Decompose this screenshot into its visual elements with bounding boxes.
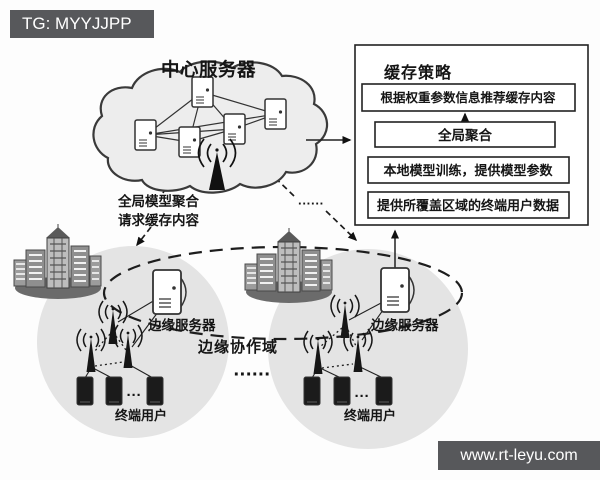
- cache-policy-panel: 缓存策略 根据权重参数信息推荐缓存内容 全局聚合 本地模型训练，提供模型参数 提…: [354, 44, 589, 226]
- watermark-top-left: TG: MYYJJPP: [10, 10, 154, 38]
- central-cloud: [92, 60, 329, 194]
- server-icon: [178, 126, 201, 158]
- dashed-arrow-to-left-domain: [136, 226, 152, 247]
- right-users-label: 终端用户: [344, 408, 396, 423]
- domains-ellipsis: ······: [234, 364, 271, 386]
- server-icon: [264, 98, 287, 130]
- phone-icon: [333, 376, 351, 406]
- phone-icon: [146, 376, 164, 406]
- watermark-bottom-right: www.rt-leyu.com: [438, 441, 600, 470]
- cache-item-global-agg: 全局聚合: [437, 127, 492, 143]
- left-users-label: 终端用户: [115, 408, 167, 423]
- server-icon: [191, 76, 214, 108]
- phone-icon: [76, 376, 94, 406]
- left-edge-server-label: 边缘服务器: [147, 317, 216, 333]
- server-icon: [223, 113, 246, 145]
- request-cache-note: 请求缓存内容: [118, 212, 199, 228]
- edge-cooperation-label: 边缘协作域: [197, 338, 278, 356]
- device-ellipsis-right: ···: [355, 388, 370, 405]
- server-icon: [134, 119, 157, 151]
- buildings-icon: [13, 223, 102, 300]
- edge-server-icon: [152, 269, 187, 315]
- global-model-agg-note: 全局模型聚合: [117, 193, 199, 209]
- phone-icon: [105, 376, 123, 406]
- edge-server-icon: [380, 267, 415, 313]
- right-edge-server-label: 边缘服务器: [370, 317, 439, 333]
- central-server-label: 中心服务器: [161, 59, 256, 80]
- phone-icon: [303, 376, 321, 406]
- cache-item-local-train: 本地模型训练，提供模型参数: [383, 163, 553, 178]
- buildings-icon: [244, 227, 333, 304]
- cache-policy-title: 缓存策略: [383, 63, 452, 82]
- base-station-icon: [197, 138, 237, 190]
- device-ellipsis-left: ···: [127, 387, 142, 404]
- watermark-bottom-text: www.rt-leyu.com: [460, 446, 578, 464]
- cache-item-user-data: 提供所覆盖区域的终端用户数据: [377, 198, 559, 213]
- link-ellipsis: ······: [298, 196, 324, 211]
- cache-item-recommend: 根据权重参数信息推荐缓存内容: [380, 90, 556, 105]
- watermark-top-text: TG: MYYJJPP: [22, 14, 132, 33]
- dashed-arrow-to-right-domain: [325, 210, 358, 242]
- phone-icon: [375, 376, 393, 406]
